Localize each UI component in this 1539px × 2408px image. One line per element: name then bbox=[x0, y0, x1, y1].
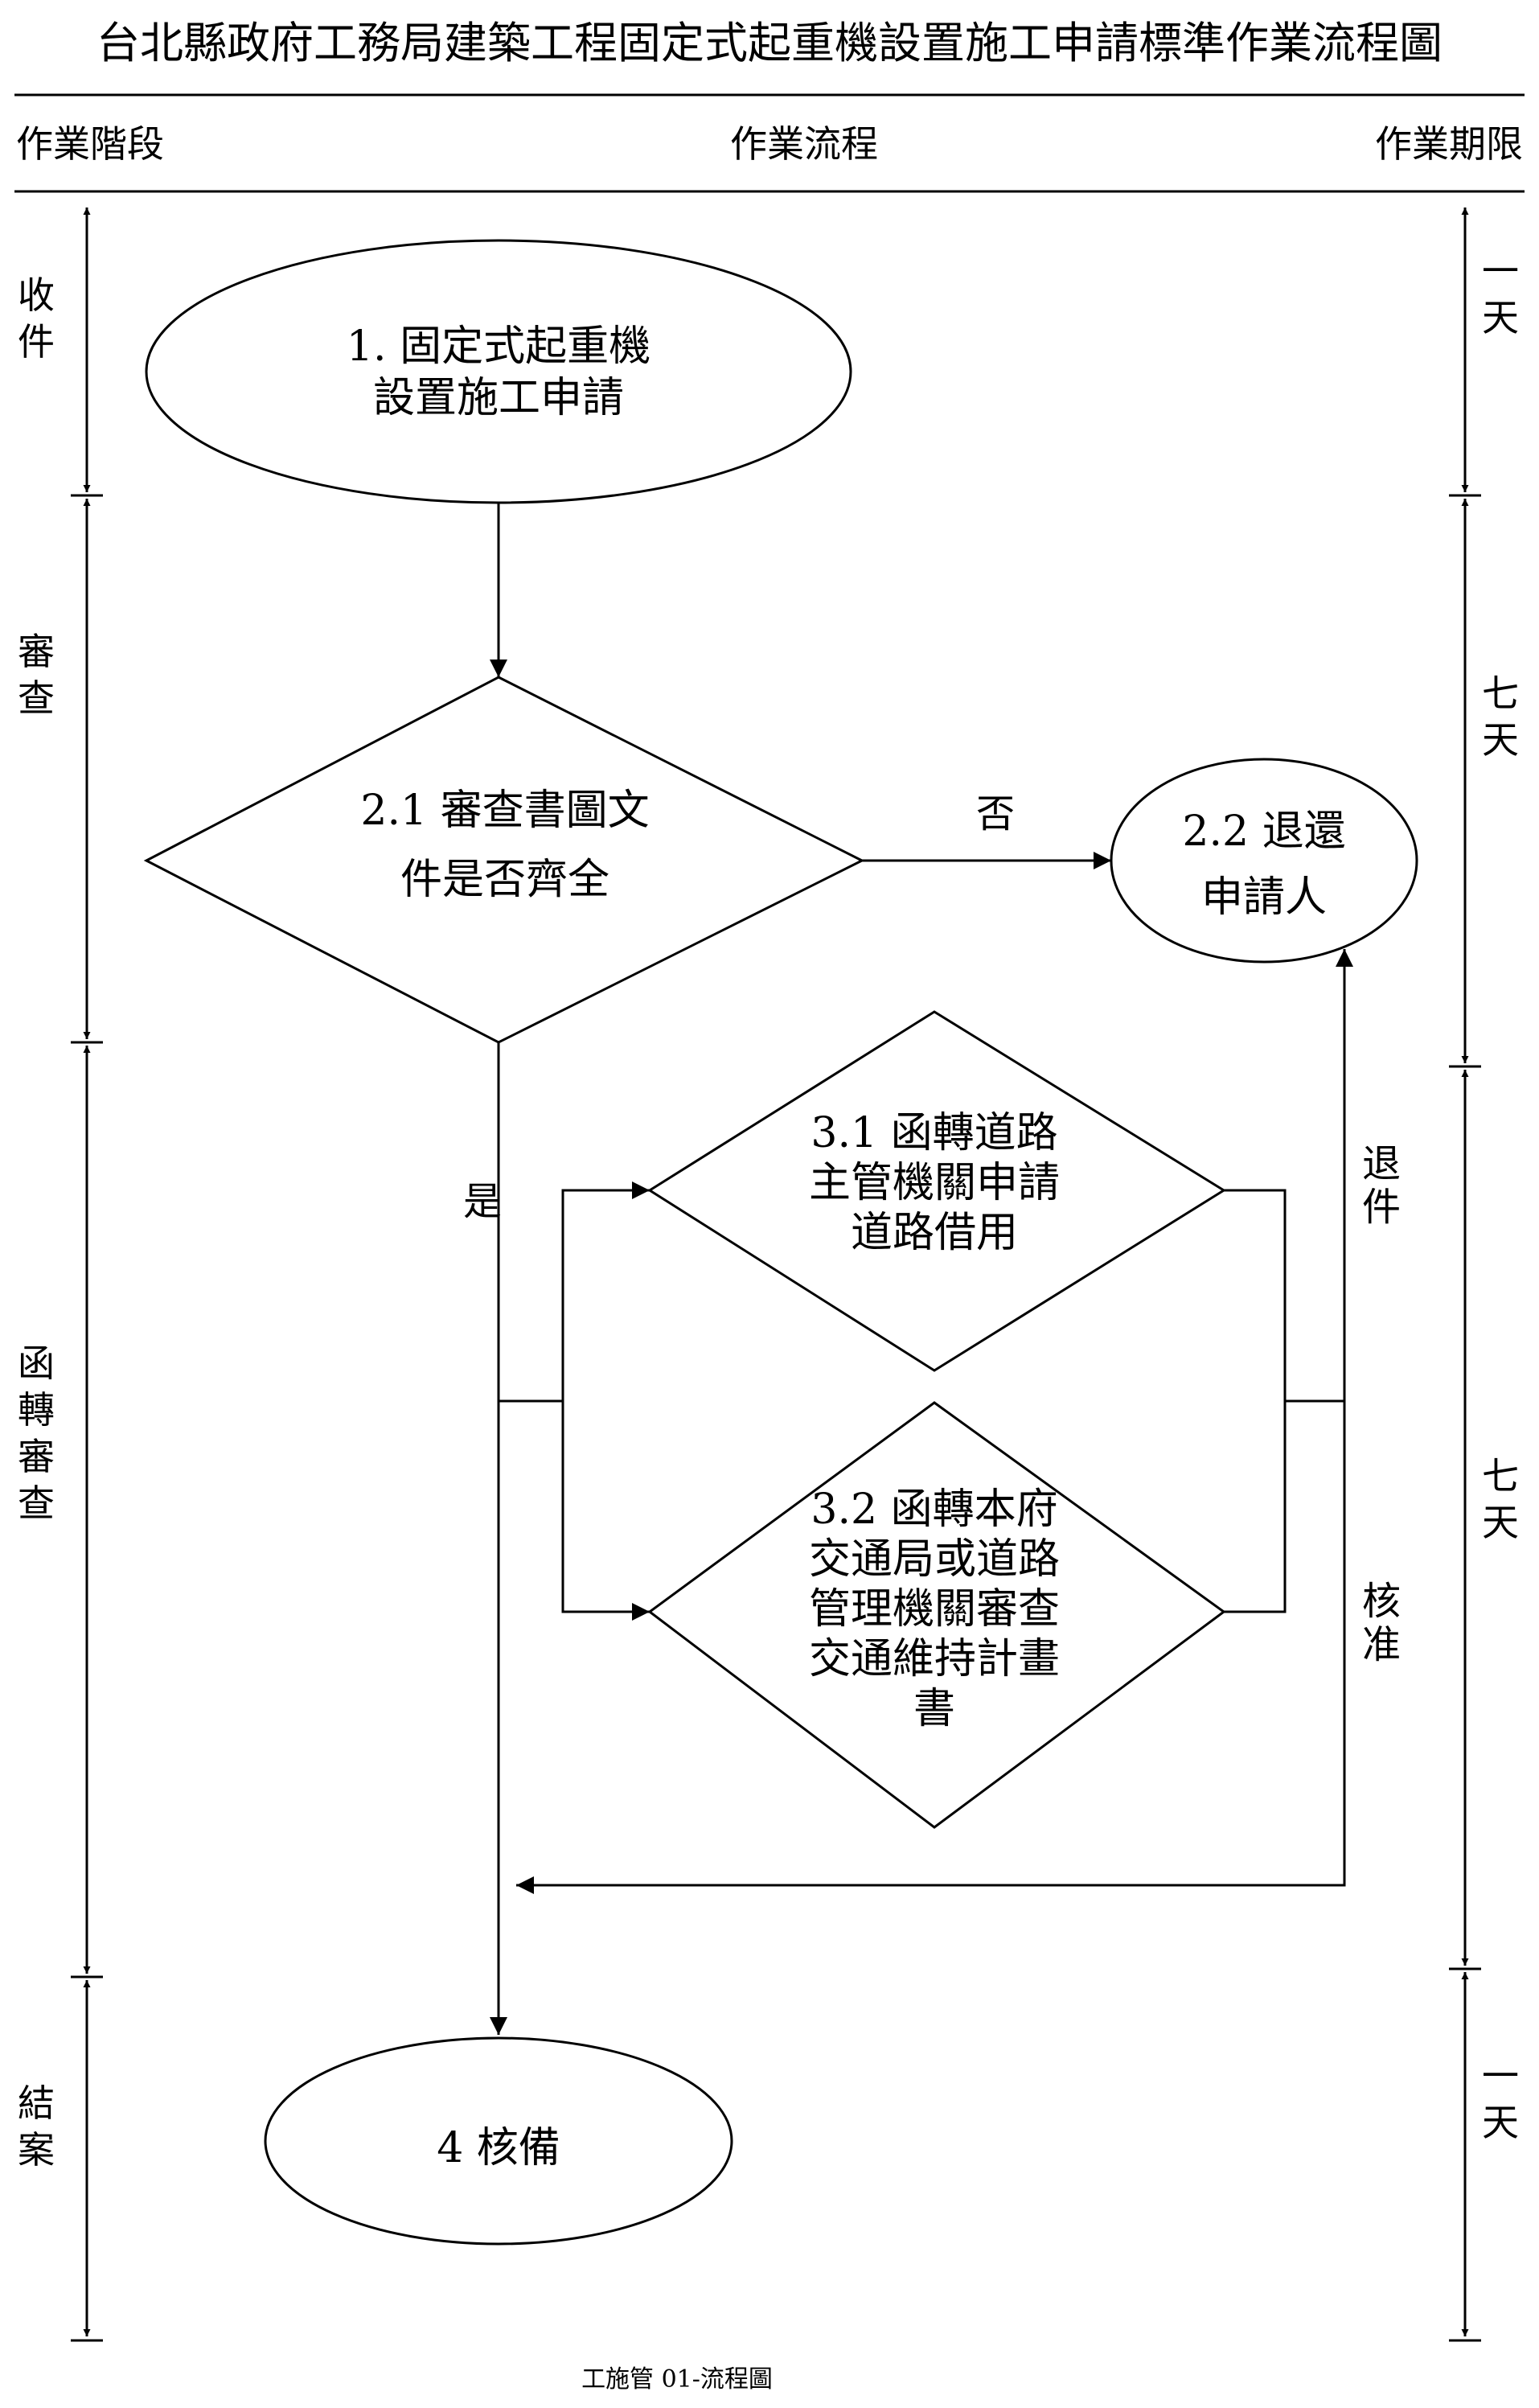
node-4-text: 4 核備 bbox=[437, 2124, 560, 2172]
edge-label-reject: 退件 bbox=[1362, 1141, 1401, 1230]
header-period: 作業期限 bbox=[1375, 122, 1523, 166]
connectors bbox=[490, 503, 1353, 2035]
node-text-line: 3.2 函轉本府 bbox=[811, 1485, 1057, 1534]
node-4-ellipse bbox=[264, 2036, 733, 2246]
node-text-line: 道路借用 bbox=[851, 1209, 1018, 1257]
node-text-line: 件是否齊全 bbox=[400, 856, 609, 904]
node-3-1-diamond bbox=[647, 1010, 1226, 1372]
node-3-2-diamond bbox=[647, 1401, 1226, 1829]
node-1-ellipse bbox=[145, 239, 852, 504]
node-2-1-diamond bbox=[143, 676, 865, 1044]
node-text-line: 管理機關審查 bbox=[809, 1585, 1060, 1633]
header-flow: 作業流程 bbox=[730, 122, 878, 166]
period-axis bbox=[1449, 208, 1481, 2342]
edge-approve bbox=[516, 1401, 1346, 1894]
edge-label-approve: 核准 bbox=[1362, 1579, 1401, 1667]
node-text-line: 2.1 審查書圖文 bbox=[360, 787, 649, 835]
node-2-1-text: 2.1 審查書圖文件是否齊全 bbox=[360, 787, 649, 904]
node-text-line: 設置施工申請 bbox=[373, 374, 624, 422]
node-2-2-ellipse bbox=[1110, 758, 1418, 964]
node-text-line: 申請人 bbox=[1201, 873, 1327, 922]
edge-from-n32 bbox=[1224, 1401, 1287, 1613]
node-1-text: 1. 固定式起重機設置施工申請 bbox=[347, 323, 650, 422]
edge-to-n32 bbox=[561, 1401, 650, 1621]
footer-caption: 工施管 01-流程圖 bbox=[581, 2365, 773, 2394]
edge-label-yes: 是 bbox=[463, 1179, 502, 1224]
period-label-4: 一天 bbox=[1482, 2054, 1519, 2144]
stage-label-forward-review: 函轉審查 bbox=[18, 1342, 55, 1525]
node-text-line: 交通局或道路 bbox=[809, 1535, 1060, 1584]
header-stage: 作業階段 bbox=[16, 122, 164, 166]
node-text-line: 主管機關申請 bbox=[809, 1159, 1060, 1207]
node-3-2-text: 3.2 函轉本府交通局或道路管理機關審查交通維持計畫書 bbox=[809, 1485, 1060, 1733]
edge-label-no: 否 bbox=[976, 791, 1015, 836]
edge-from-n31 bbox=[1224, 1189, 1287, 1401]
edge-to-n31 bbox=[561, 1181, 650, 1401]
node-text-line: 1. 固定式起重機 bbox=[347, 323, 650, 371]
node-3-1-text: 3.1 函轉道路主管機關申請道路借用 bbox=[809, 1109, 1060, 1257]
node-text-line: 4 核備 bbox=[437, 2124, 560, 2172]
node-2-2-text: 2.2 退還申請人 bbox=[1182, 807, 1345, 922]
period-label-2: 七天 bbox=[1482, 672, 1519, 762]
node-text-line: 交通維持計畫 bbox=[809, 1635, 1060, 1683]
page-title: 台北縣政府工務局建築工程固定式起重機設置施工申請標準作業流程圖 bbox=[96, 18, 1443, 68]
period-label-1: 一天 bbox=[1482, 249, 1519, 339]
period-label-3: 七天 bbox=[1482, 1454, 1519, 1544]
node-text-line: 2.2 退還 bbox=[1182, 807, 1345, 856]
stage-label-close: 結案 bbox=[18, 2081, 55, 2172]
node-text-line: 3.1 函轉道路 bbox=[811, 1109, 1057, 1157]
node-text-line: 書 bbox=[913, 1685, 955, 1733]
stage-axis bbox=[71, 208, 103, 2342]
stage-label-receive: 收件 bbox=[18, 273, 55, 364]
stage-label-review: 審查 bbox=[18, 630, 55, 720]
